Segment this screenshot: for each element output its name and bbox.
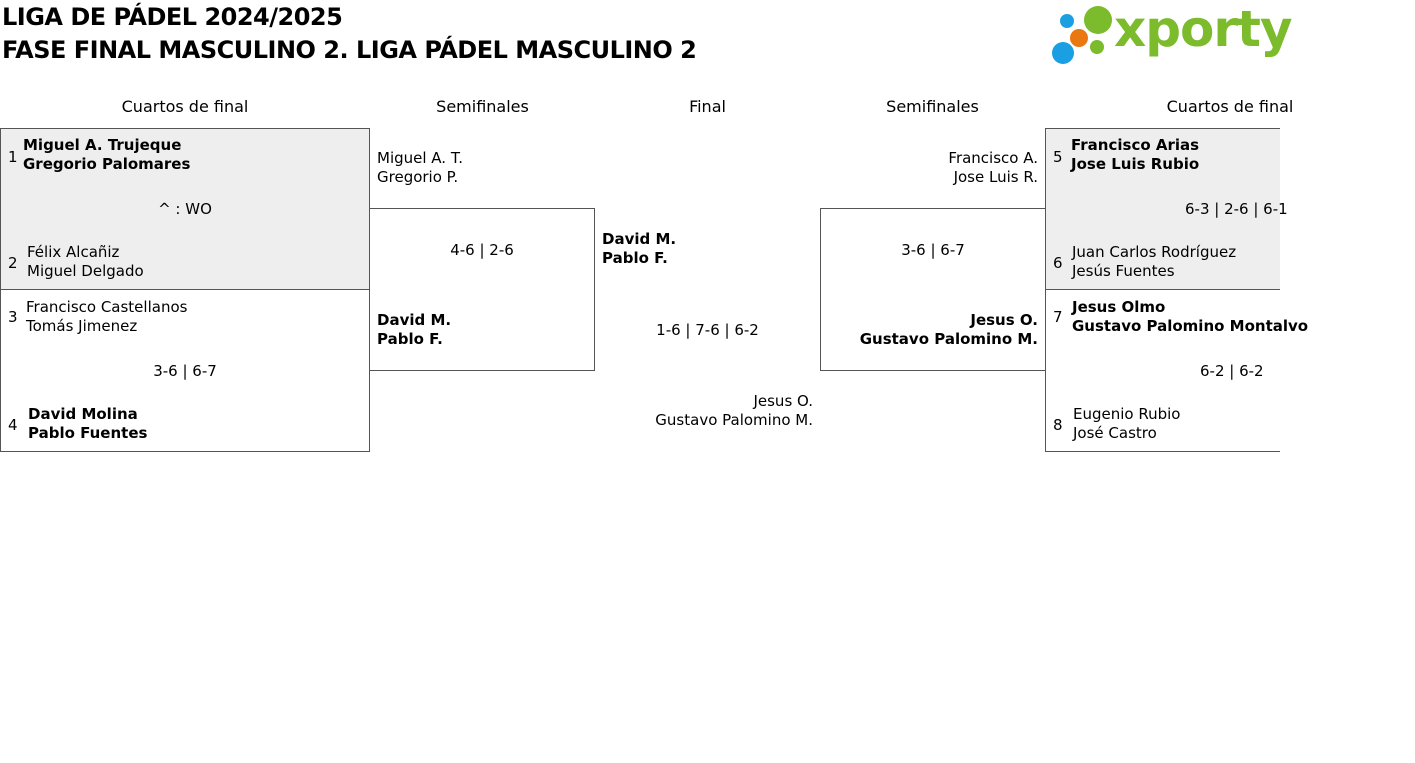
final-top-player-2: Pablo F. [602, 249, 668, 267]
team-player-2: Tomás Jimenez [26, 317, 138, 335]
team-player-2: Gustavo Palomino Montalvo [1072, 317, 1309, 335]
sf-match-right[interactable]: 3-6 | 6-7 Jesus O. Gustavo Palomino M. [820, 208, 1046, 371]
match-score: 3-6 | 6-7 [153, 362, 217, 380]
team-player-1: Francisco Arias [1071, 136, 1200, 154]
team-player-2: Pablo Fuentes [28, 424, 148, 442]
team-player-2: Gregorio Palomares [23, 155, 191, 173]
team-player-2: Pablo F. [377, 330, 443, 348]
team-player-1: David Molina [28, 405, 138, 423]
team-player-1: Jesus O. [970, 311, 1038, 329]
final-bottom-player-2: Gustavo Palomino M. [655, 411, 813, 429]
qf-match-1[interactable]: 1 Miguel A. Trujeque Gregorio Palomares … [0, 128, 370, 290]
team-player-1: David M. [377, 311, 452, 329]
team-player-2: José Castro [1073, 424, 1157, 442]
logo-text: xporty [1114, 0, 1293, 58]
match-score: 3-6 | 6-7 [901, 241, 965, 259]
sf-right-top-player-2: Jose Luis R. [953, 168, 1038, 186]
xporty-logo[interactable]: xporty [1050, 0, 1293, 70]
page-title: LIGA DE PÁDEL 2024/2025 [2, 3, 343, 31]
seed-number: 2 [8, 254, 18, 272]
qf-match-4[interactable]: 7 Jesus Olmo Gustavo Palomino Montalvo 6… [1045, 289, 1308, 452]
column-header-qf-right: Cuartos de final [1166, 97, 1294, 116]
seed-number: 7 [1053, 308, 1063, 326]
seed-number: 4 [8, 416, 18, 434]
sf-match-left[interactable]: 4-6 | 2-6 David M. Pablo F. [369, 208, 595, 371]
sf-left-top-player-2: Gregorio P. [377, 168, 459, 186]
seed-number: 8 [1053, 416, 1063, 434]
logo-dot-green-icon [1084, 6, 1112, 34]
team-player-1: Francisco Castellanos [26, 298, 188, 316]
seed-number: 6 [1053, 254, 1063, 272]
team-player-1: Eugenio Rubio [1073, 405, 1181, 423]
seed-number: 3 [8, 308, 18, 326]
match-score: 4-6 | 2-6 [450, 241, 514, 259]
final-top-player-1: David M. [602, 230, 677, 248]
team-player-1: Miguel A. Trujeque [23, 136, 182, 154]
team-player-2: Gustavo Palomino M. [859, 330, 1038, 348]
team-player-2: Miguel Delgado [27, 262, 144, 280]
column-header-final: Final [689, 97, 726, 116]
sf-right-top-player-1: Francisco A. [948, 149, 1038, 167]
final-score: 1-6 | 7-6 | 6-2 [656, 321, 759, 339]
seed-number: 1 [8, 148, 18, 166]
seed-number: 5 [1053, 148, 1063, 166]
column-header-qf-left: Cuartos de final [121, 97, 249, 116]
sf-left-top-player-1: Miguel A. T. [377, 149, 463, 167]
team-player-2: Jesús Fuentes [1072, 262, 1175, 280]
match-score: 6-3 | 2-6 | 6-1 [1185, 200, 1288, 218]
qf-match-2[interactable]: 3 Francisco Castellanos Tomás Jimenez 3-… [0, 289, 370, 452]
team-player-1: Jesus Olmo [1072, 298, 1166, 316]
team-player-1: Juan Carlos Rodríguez [1072, 243, 1237, 261]
match-score: 6-2 | 6-2 [1200, 362, 1264, 380]
column-header-sf-right: Semifinales [886, 97, 979, 116]
match-score: ^ : WO [158, 200, 212, 218]
team-player-1: Félix Alcañiz [27, 243, 120, 261]
final-bottom-player-1: Jesus O. [753, 392, 813, 410]
logo-dot-blue-icon [1060, 14, 1074, 28]
column-header-sf-left: Semifinales [436, 97, 529, 116]
logo-dot-blue-large-icon [1052, 42, 1074, 64]
qf-match-3[interactable]: 5 Francisco Arias Jose Luis Rubio 6-3 | … [1045, 128, 1288, 290]
team-player-2: Jose Luis Rubio [1071, 155, 1200, 173]
logo-dot-green-small-icon [1090, 40, 1104, 54]
page-subtitle: FASE FINAL MASCULINO 2. LIGA PÁDEL MASCU… [2, 36, 697, 64]
logo-dot-orange-icon [1070, 29, 1088, 47]
